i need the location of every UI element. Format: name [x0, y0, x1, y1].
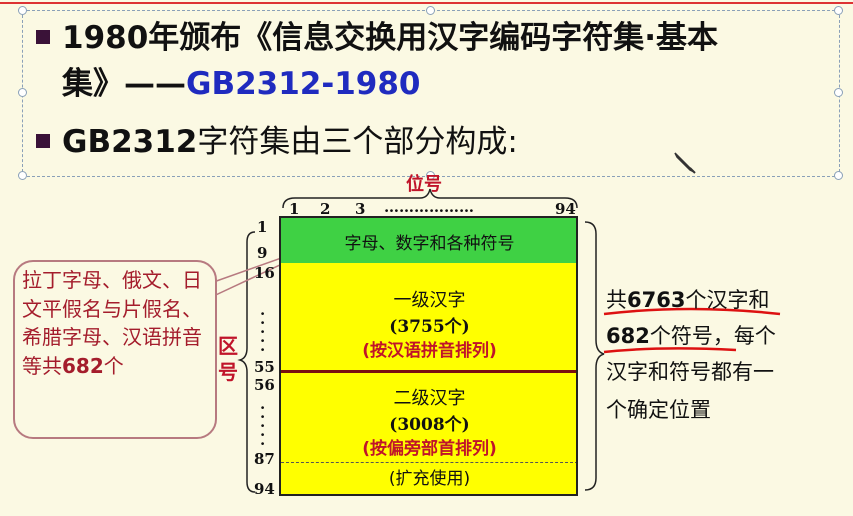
row-55: 55 — [254, 358, 275, 376]
row-9: 9 — [257, 244, 268, 262]
code-table-frame — [279, 216, 578, 496]
slide-top-line — [0, 2, 853, 4]
row-16: 16 — [254, 264, 275, 282]
bullet-line-1: 1980年颁布《信息交换用汉字编码字符集·基本 — [36, 18, 718, 58]
level2-count: (3008个) — [389, 415, 470, 435]
reserved-label: (扩充使用) — [388, 469, 471, 489]
symbols-label: 字母、数字和各种符号 — [344, 234, 515, 254]
column-1: 1 — [289, 200, 300, 218]
left-note-text: 拉丁字母、俄文、日文平假名与片假名、希腊字母、汉语拼音等共682个 — [22, 266, 206, 380]
left-note-count: 682 — [62, 353, 104, 378]
column-94: 94 — [555, 200, 576, 218]
resize-handle-tl[interactable] — [18, 6, 27, 15]
pencil-icon — [674, 152, 696, 174]
square-bullet-icon — [36, 29, 50, 44]
position-label: 位号 — [406, 174, 442, 195]
row-56: 56 — [254, 376, 275, 394]
level1-count: (3755个) — [389, 317, 470, 337]
reserved-divider — [281, 462, 578, 463]
column-dots: ……………… — [384, 198, 474, 216]
right-note-line4: 个确定位置 — [606, 398, 711, 422]
row-dots-1: ····· — [260, 305, 266, 359]
level-divider — [281, 370, 578, 373]
left-note-body: 拉丁字母、俄文、日文平假名与片假名、希腊字母、汉语拼音等共 — [22, 268, 202, 378]
resize-handle-ml[interactable] — [18, 88, 27, 97]
bullet-line-2: 集》——GB2312-1980 — [62, 64, 421, 104]
bullet-1-text-cont: 集》—— — [62, 66, 186, 102]
level1-order: (按汉语拼音排列) — [362, 341, 497, 361]
row-dots-2: ····· — [260, 399, 266, 453]
right-note-p2b: 个符号，每个 — [649, 324, 776, 348]
hanzi-block — [281, 263, 578, 496]
right-note-hanzi-count: 6763 — [627, 288, 686, 312]
resize-handle-bc[interactable] — [426, 171, 435, 180]
level2-title: 二级汉字 — [393, 388, 466, 409]
symbols-block — [281, 218, 578, 263]
resize-handle-br[interactable] — [834, 171, 843, 180]
right-note-line3: 汉字和符号都有一 — [606, 360, 774, 384]
resize-handle-mr[interactable] — [834, 88, 843, 97]
column-2: 2 — [320, 200, 331, 218]
square-bullet-icon — [36, 133, 50, 148]
bullet-2-bold: GB2312 — [62, 124, 198, 160]
row-87: 87 — [254, 450, 275, 468]
right-note-symbol-count: 682 — [606, 324, 650, 348]
bullet-1-text: 1980年颁布《信息交换用汉字编码字符集·基本 — [62, 20, 719, 56]
column-3: 3 — [355, 200, 366, 218]
zone-label: 区号 — [218, 334, 238, 384]
level2-order: (按偏旁部首排列) — [362, 439, 497, 459]
resize-handle-tc[interactable] — [426, 6, 435, 15]
gb-standard-code: GB2312-1980 — [186, 66, 421, 102]
right-note-p1b: 个汉字和 — [685, 288, 770, 312]
right-note-line1: 共6763个汉字和 — [606, 285, 769, 315]
left-note-tail: 个 — [103, 353, 124, 378]
right-note-line2: 682个符号，每个 — [606, 321, 776, 351]
level1-title: 一级汉字 — [393, 290, 466, 311]
bullet-line-3: GB2312字符集由三个部分构成: — [36, 122, 518, 162]
resize-handle-bl[interactable] — [18, 171, 27, 180]
resize-handle-tr[interactable] — [834, 6, 843, 15]
row-94: 94 — [254, 480, 275, 498]
left-note-box — [13, 260, 217, 439]
bullet-2-text: 字符集由三个部分构成: — [197, 124, 518, 160]
row-1: 1 — [257, 218, 268, 236]
right-note-p1a: 共 — [606, 288, 627, 312]
